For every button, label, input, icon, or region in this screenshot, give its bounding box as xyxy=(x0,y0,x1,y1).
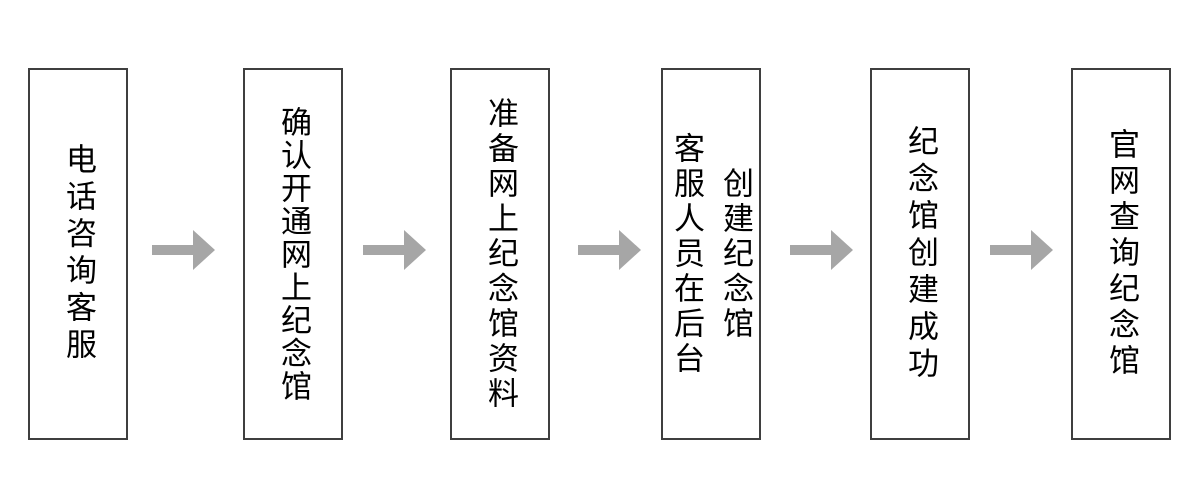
flow-arrow-4 xyxy=(790,230,853,270)
right-arrow-icon xyxy=(990,230,1053,270)
flow-arrow-5 xyxy=(990,230,1053,270)
right-arrow-icon xyxy=(790,230,853,270)
flow-arrow-2 xyxy=(363,230,426,270)
flow-step-5-label: 纪念馆创建成功 xyxy=(903,124,938,384)
flow-step-2-label: 确认开通网上纪念馆 xyxy=(276,105,311,403)
flow-step-5: 纪念馆创建成功 xyxy=(870,68,970,440)
flow-step-1-label: 电话咨询客服 xyxy=(61,143,96,365)
right-arrow-icon xyxy=(363,230,426,270)
flow-step-1: 电话咨询客服 xyxy=(28,68,128,440)
flow-step-3-label: 准备网上纪念馆资料 xyxy=(483,96,518,412)
right-arrow-icon xyxy=(152,230,215,270)
flow-arrow-1 xyxy=(152,230,215,270)
flow-step-6: 官网查询纪念馆 xyxy=(1071,68,1171,440)
flow-step-2: 确认开通网上纪念馆 xyxy=(243,68,343,440)
right-arrow-icon xyxy=(578,230,641,270)
flow-step-4: 客服人员在后台 创建纪念馆 xyxy=(661,68,761,440)
flow-step-6-label: 官网查询纪念馆 xyxy=(1104,128,1139,380)
flow-step-4-label: 客服人员在后台 创建纪念馆 xyxy=(669,131,753,377)
flow-step-3: 准备网上纪念馆资料 xyxy=(450,68,550,440)
flow-arrow-3 xyxy=(578,230,641,270)
